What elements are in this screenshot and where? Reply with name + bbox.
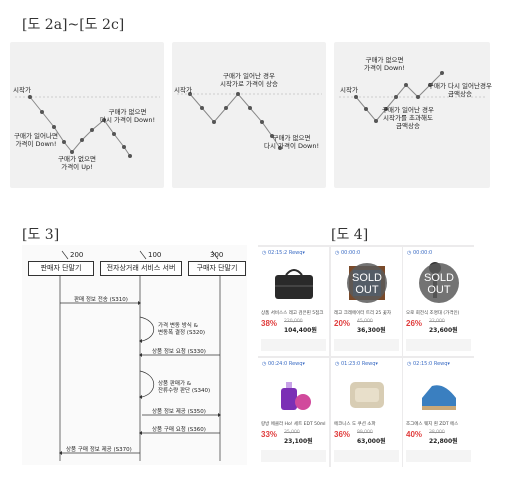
original-price: 45,000 [357,319,373,324]
perfume-icon [258,370,329,418]
soldout-text: SOLD [352,272,382,284]
server-number: 100 [148,251,162,259]
countdown-timer: ◷ 02:15:2 Rewq▾ [262,250,305,256]
sale-price: 63,000원 [357,438,386,445]
product-name: 랑방 에클라 Ho! 세트 EDT 50ml [261,422,326,427]
figure-2c-price-graph [339,71,486,123]
product-name: 에코니스 도 쿠션 소파 [334,422,376,427]
figure-2-title: [도 2a]~[도 2c] [22,17,125,33]
message-s360: 상품 구매 요청 (S360) [152,427,206,433]
product-card[interactable]: ◷ 02:15:0 Rewq▾ 조그에스 웨지 흰 ZDT 에스 40% 38,… [403,358,474,467]
server-box: 전자상거래 서비스 서버 [100,261,182,276]
start-price-label: 시작가 [174,86,192,94]
discount-rate: 20% [334,319,351,328]
sale-price: 23,600원 [429,327,458,334]
figure-3-title: [도 3] [22,227,60,243]
sale-price: 23,100원 [284,438,313,445]
figure-2a-price-graph [15,95,160,158]
start-price-label: 시작가 [13,86,31,94]
product-name: 레고 크레에이터 트리 25 꽃자 [334,311,391,316]
countdown-timer: ◷ 00:00:0 [335,250,361,256]
buyer-terminal-box: 구매자 단말기 [188,261,246,276]
soldout-text: OUT [355,284,379,296]
sofa-icon [331,370,402,418]
product-name: 상품 서비스스 레고 검은핀 5점크 [261,311,324,316]
product-grid: ◷ 02:15:2 Rewq▾ 상품 서비스스 레고 검은핀 5점크 38% 2… [258,245,474,467]
buyer-terminal-number: 300 [210,251,224,259]
product-name: 오로 회전식 조명대 (가격인) [406,311,460,316]
figure-4-title: [도 4] [331,227,369,243]
sequence-lines [59,250,221,461]
original-price: 38,000 [429,430,445,435]
start-price-label: 시작가 [340,86,358,94]
message-s330: 상품 정보 요청 (S330) [152,349,206,355]
original-price: 99,000 [357,430,373,435]
seller-terminal-box: 판매자 단말기 [28,261,94,276]
discount-rate: 33% [261,430,278,439]
original-price: 32,000 [429,319,445,324]
message-s320-line1: 가격 변동 방식 & [158,323,198,329]
countdown-timer: ◷ 01:23:0 Rewq▾ [335,361,378,367]
product-card[interactable]: ◷ 01:23:0 Rewq▾ 에코니스 도 쿠션 소파 36% 99,000 … [331,358,402,467]
message-s320-line2: 변동폭 결정 (S320) [158,330,206,336]
soldout-text: OUT [427,284,451,296]
discount-rate: 40% [406,430,423,439]
buy-button[interactable] [334,339,399,351]
discount-rate: 36% [334,430,351,439]
sequence-diagram: 200 100 300 판매자 단말기 전자상거래 서비스 서버 구매자 단말기… [22,245,247,465]
sale-price: 22,800원 [429,438,458,445]
product-name: 조그에스 웨지 흰 ZDT 에스 [406,422,459,427]
message-s340-line1: 상품 판매가 & [158,381,192,387]
product-card[interactable]: ◷ 00:24:0 Rewq▾ 랑방 에클라 Ho! 세트 EDT 50ml 3… [258,358,329,467]
message-s370: 상품 구매 정보 제공 (S370) [66,447,132,453]
bag-icon [258,259,329,307]
discount-rate: 38% [261,319,278,328]
product-card[interactable]: ◷ 00:00:0 SOLD OUT 오로 회전식 조명대 (가격인) 26% … [403,247,474,356]
buy-button[interactable] [261,450,326,462]
message-s310: 판매 정보 전송 (S310) [74,297,128,303]
figure-2b-price-graph [177,92,322,150]
product-card[interactable]: ◷ 00:00:0 SOLD OUT 레고 크레에이터 트리 25 꽃자 20%… [331,247,402,356]
sale-price: 104,400원 [284,327,317,334]
buy-button[interactable] [406,339,471,351]
countdown-timer: ◷ 00:00:0 [407,250,433,256]
box-icon: SOLD OUT [331,259,402,307]
buy-button[interactable] [334,450,399,462]
discount-rate: 26% [406,319,423,328]
lamp-icon: SOLD OUT [403,259,474,307]
original-price: 35,000 [284,430,300,435]
original-price: 220,000 [284,319,303,324]
shoe-icon [403,370,474,418]
sale-price: 36,300원 [357,327,386,334]
countdown-timer: ◷ 02:15:0 Rewq▾ [407,361,450,367]
seller-terminal-number: 200 [70,251,84,259]
buy-button[interactable] [406,450,471,462]
product-card[interactable]: ◷ 02:15:2 Rewq▾ 상품 서비스스 레고 검은핀 5점크 38% 2… [258,247,329,356]
soldout-text: SOLD [424,272,454,284]
countdown-timer: ◷ 00:24:0 Rewq▾ [262,361,305,367]
message-s340-line2: 잔류수량 판단 (S340) [158,388,211,394]
buy-button[interactable] [261,339,326,351]
message-s350: 상품 정보 제공 (S350) [152,409,206,415]
